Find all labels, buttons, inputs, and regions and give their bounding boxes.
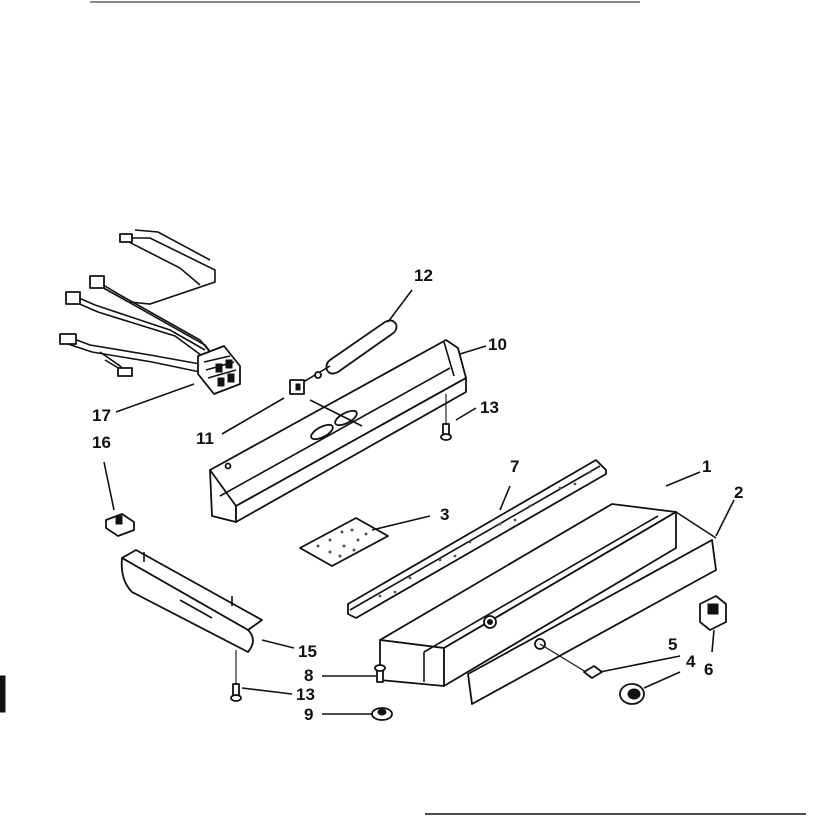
callout-13-lower: 13 xyxy=(296,685,315,704)
wire-harness-part xyxy=(59,229,241,395)
overlay-panel-part xyxy=(467,511,717,705)
control-board-part xyxy=(299,517,389,567)
callout-8: 8 xyxy=(304,666,313,685)
callout-15: 15 xyxy=(298,642,317,661)
callout-6: 6 xyxy=(704,660,713,679)
callout-10: 10 xyxy=(488,335,507,354)
callout-9: 9 xyxy=(304,705,313,724)
connector-terminal-2 xyxy=(65,291,81,305)
callout-11: 11 xyxy=(196,429,214,448)
rail-bracket-part xyxy=(209,339,467,523)
screw-upper-part xyxy=(440,394,452,441)
screw-8-part xyxy=(374,664,386,683)
callout-12: 12 xyxy=(414,266,433,285)
lower-trim-part xyxy=(120,549,263,653)
foot-grommet-part xyxy=(371,707,393,721)
callout-7: 7 xyxy=(510,457,519,476)
sensor-probe-part xyxy=(299,319,398,385)
connector-terminal-3 xyxy=(59,333,77,345)
small-clip-part xyxy=(105,513,135,537)
callout-1: 1 xyxy=(702,457,711,476)
callout-16: 16 xyxy=(92,433,111,452)
control-knob-part xyxy=(619,683,645,705)
page-edge-mark xyxy=(0,675,6,713)
callout-3: 3 xyxy=(440,505,449,524)
control-panel-housing-part xyxy=(379,503,677,687)
callout-4: 4 xyxy=(686,652,696,671)
leader-lines xyxy=(103,289,735,715)
callout-2: 2 xyxy=(734,483,743,502)
callout-17: 17 xyxy=(92,406,111,425)
rocker-switch-part xyxy=(699,595,727,631)
callout-labels: 1 2 3 4 5 6 7 8 9 10 11 12 13 13 15 16 1… xyxy=(92,266,743,724)
callout-13-upper: 13 xyxy=(480,398,499,417)
connector-terminal-4 xyxy=(119,233,133,243)
screw-lower-part xyxy=(230,650,242,702)
callout-5: 5 xyxy=(668,635,677,654)
gasket-strip-part xyxy=(347,459,607,619)
sensor-clip-part xyxy=(289,379,305,395)
knob-clip-part xyxy=(583,665,603,679)
connector-terminal-1 xyxy=(89,275,105,289)
connector-terminal-5 xyxy=(117,367,133,377)
